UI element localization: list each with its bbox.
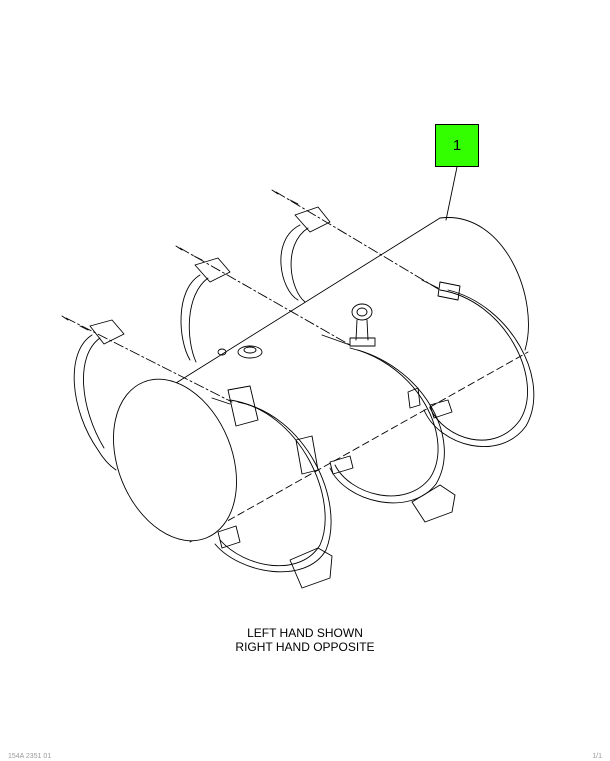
diagram-caption: LEFT HAND SHOWN RIGHT HAND OPPOSITE xyxy=(0,626,610,654)
item-callout-box: 1 xyxy=(435,124,479,167)
footer-part-number: 154A 2351 01 xyxy=(8,753,52,760)
item-callout-number: 1 xyxy=(452,137,462,154)
strap-assembly-front xyxy=(73,319,333,589)
mounting-bolts xyxy=(61,189,439,405)
caption-line-2: RIGHT HAND OPPOSITE xyxy=(235,640,375,654)
fuel-tank-body xyxy=(113,217,529,543)
callout-leader-line xyxy=(445,166,458,221)
strap-assembly-rear xyxy=(280,206,535,448)
sending-unit xyxy=(349,303,376,347)
caption-line-1: LEFT HAND SHOWN xyxy=(247,626,363,640)
strap-assembly-middle xyxy=(180,257,456,523)
filler-neck xyxy=(217,345,263,359)
mounting-bolt-centerlines xyxy=(65,191,441,403)
footer-page-number: 1/1 xyxy=(592,753,602,760)
